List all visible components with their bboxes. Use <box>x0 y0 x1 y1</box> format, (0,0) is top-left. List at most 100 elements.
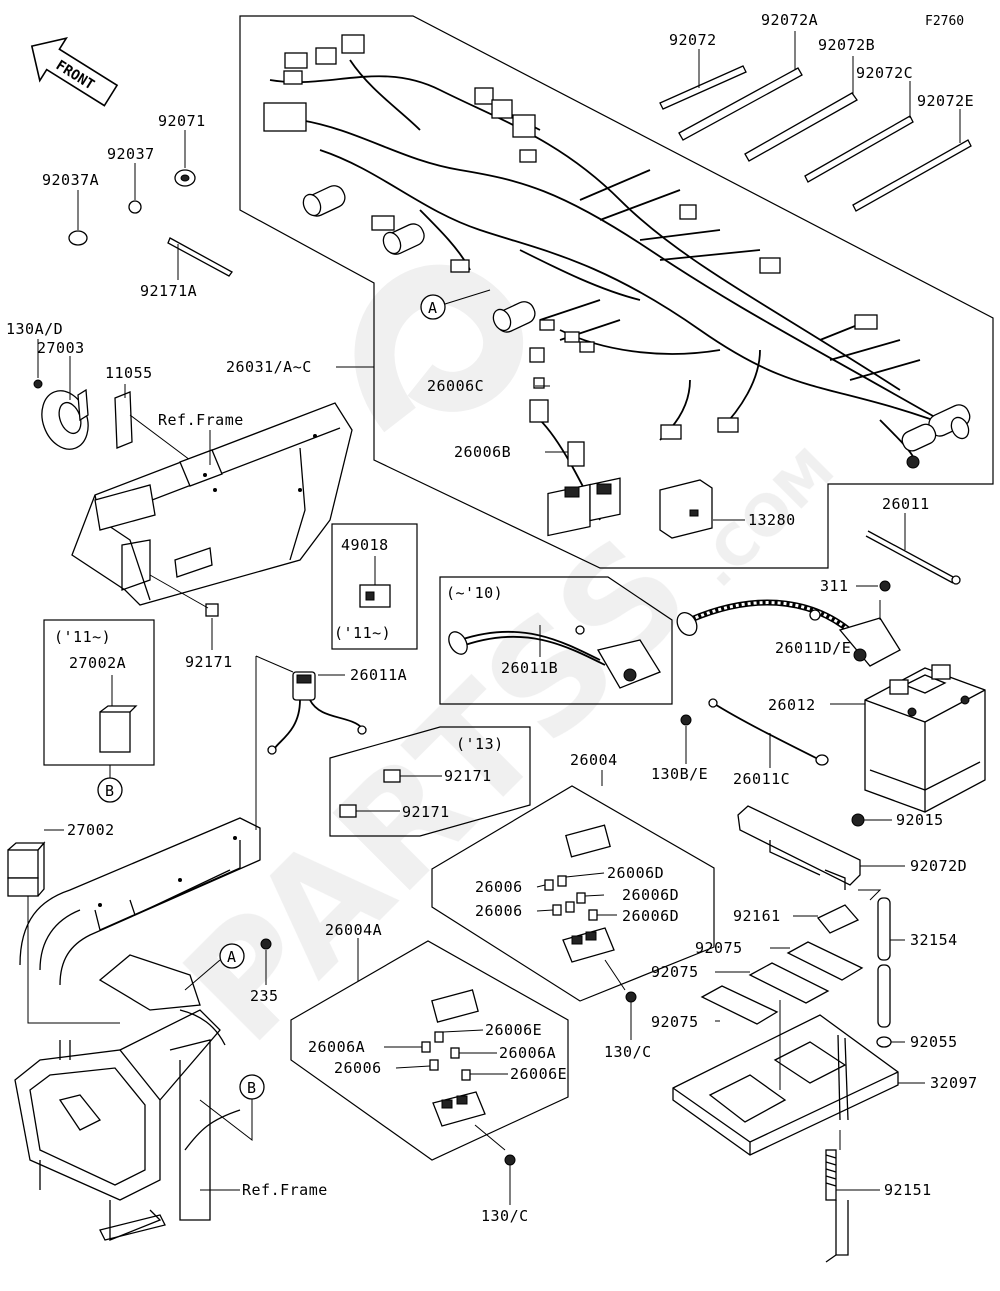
label-92071: 92071 <box>158 112 206 130</box>
cable-tie-92072e <box>852 139 972 212</box>
label-ref-frame-upper: Ref.Frame <box>158 411 244 429</box>
harness-plug <box>492 301 536 333</box>
pad-92075-c-icon <box>700 985 779 1025</box>
bolt-130c-upper-icon <box>625 991 637 1003</box>
clip-92037-icon <box>128 200 142 214</box>
fuse-26006c-icon <box>533 377 545 389</box>
clip-92171-icon <box>205 603 219 617</box>
relay-26006b-icon <box>567 441 585 467</box>
bracket-11055-icon <box>114 391 133 449</box>
label-26006b: 26006B <box>454 443 511 461</box>
label-26006c: 26006C <box>427 377 484 395</box>
label-27003: 27003 <box>37 339 85 357</box>
label-130c-lower: 130/C <box>481 1207 529 1225</box>
label-92072c: 92072C <box>856 64 913 82</box>
harness-connector <box>491 99 513 119</box>
label-92161: 92161 <box>733 907 781 925</box>
cover-tab <box>689 509 699 517</box>
harness-26011a <box>267 671 367 755</box>
note-from-11-27002a: ('11~) <box>54 628 111 646</box>
label-27002a: 27002A <box>69 654 126 672</box>
label-32097: 32097 <box>930 1074 978 1092</box>
fuse-holder-icon <box>529 399 549 423</box>
label-92075-a: 92075 <box>695 939 743 957</box>
bolt-130be-icon <box>680 714 692 726</box>
harness-connector <box>759 257 781 274</box>
harness-plug <box>302 185 346 217</box>
callout-a-lower <box>219 943 245 969</box>
bolt-92151 <box>825 1149 849 1263</box>
label-26006a-b: 26006A <box>499 1044 556 1062</box>
bracket-92171a-icon <box>167 237 233 277</box>
clip-92171-13-icon <box>339 804 357 818</box>
harness-connector <box>579 341 595 353</box>
label-13280: 13280 <box>748 511 796 529</box>
lower-vehicle-frame <box>14 817 261 1241</box>
harness-connector <box>519 149 537 163</box>
relay-26006c-icon <box>529 347 545 363</box>
label-26011c: 26011C <box>733 770 790 788</box>
frame-mount-lower <box>174 547 213 578</box>
clip-92171-13-box <box>329 726 531 837</box>
label-26006d-a: 26006D <box>607 864 664 882</box>
washer-92055-icon <box>876 1036 892 1048</box>
label-32154: 32154 <box>910 931 958 949</box>
callout-a-top-text: A <box>428 299 438 317</box>
battery-tray-32097 <box>672 1014 899 1156</box>
relay-49018-icon <box>359 584 391 608</box>
battery-cable-26011c <box>712 702 821 761</box>
label-92171-13a: 92171 <box>444 767 492 785</box>
label-92015: 92015 <box>896 811 944 829</box>
relay-27002a-icon <box>99 711 131 753</box>
harness-connector <box>512 114 536 138</box>
label-26006e-b: 26006E <box>510 1065 567 1083</box>
label-92037: 92037 <box>107 145 155 163</box>
relay-cover-13280 <box>659 479 713 539</box>
front-arrow-icon <box>30 36 119 107</box>
label-92072e: 92072E <box>917 92 974 110</box>
harness-connector <box>660 424 682 440</box>
clamp-92037a-icon <box>68 230 88 246</box>
harness-connector <box>315 47 337 65</box>
label-26031: 26031/A~C <box>226 358 312 376</box>
label-92075-b: 92075 <box>651 963 699 981</box>
harness-plug <box>382 223 425 255</box>
battery-hold-bracket-92072d <box>737 805 861 890</box>
note-until-10: (~'10) <box>446 584 503 602</box>
harness-module <box>263 102 307 132</box>
callout-a-top <box>420 294 446 320</box>
cable-26011b-box <box>439 576 673 705</box>
cable-26011 <box>867 530 956 579</box>
harness-connector <box>284 52 308 69</box>
ground-terminal <box>906 455 920 469</box>
label-49018: 49018 <box>341 536 389 554</box>
harness-connector <box>539 319 555 331</box>
cable-tie-92072b <box>744 92 858 162</box>
fuse-box-26004-frame <box>431 785 715 1002</box>
front-arrow: FRONT <box>30 36 119 107</box>
callout-a-lower-text: A <box>227 948 237 966</box>
harness-connector <box>371 215 395 231</box>
label-26011: 26011 <box>882 495 930 513</box>
label-92075-c: 92075 <box>651 1013 699 1031</box>
harness-connector <box>564 331 580 343</box>
harness-connector <box>474 87 494 105</box>
harness-connector <box>283 70 303 85</box>
label-27002: 27002 <box>67 821 115 839</box>
main-wiring-harness <box>263 34 971 521</box>
label-92171a: 92171A <box>140 282 197 300</box>
callout-b-lower-text: B <box>247 1079 257 1097</box>
harness-connector <box>450 259 470 273</box>
fuse-box-26004a-frame <box>290 940 569 1161</box>
horn-bracket <box>77 388 89 422</box>
watermark-text: PARTSS <box>152 505 722 1075</box>
label-130c-upper: 130/C <box>604 1043 652 1061</box>
label-92072b: 92072B <box>818 36 875 54</box>
cable-tie-92072c <box>804 115 914 183</box>
label-92072: 92072 <box>669 31 717 49</box>
relay-27002 <box>7 841 46 897</box>
relay-27002a-box <box>43 619 155 766</box>
label-92171-frame: 92171 <box>185 653 233 671</box>
label-26004a: 26004A <box>325 921 382 939</box>
